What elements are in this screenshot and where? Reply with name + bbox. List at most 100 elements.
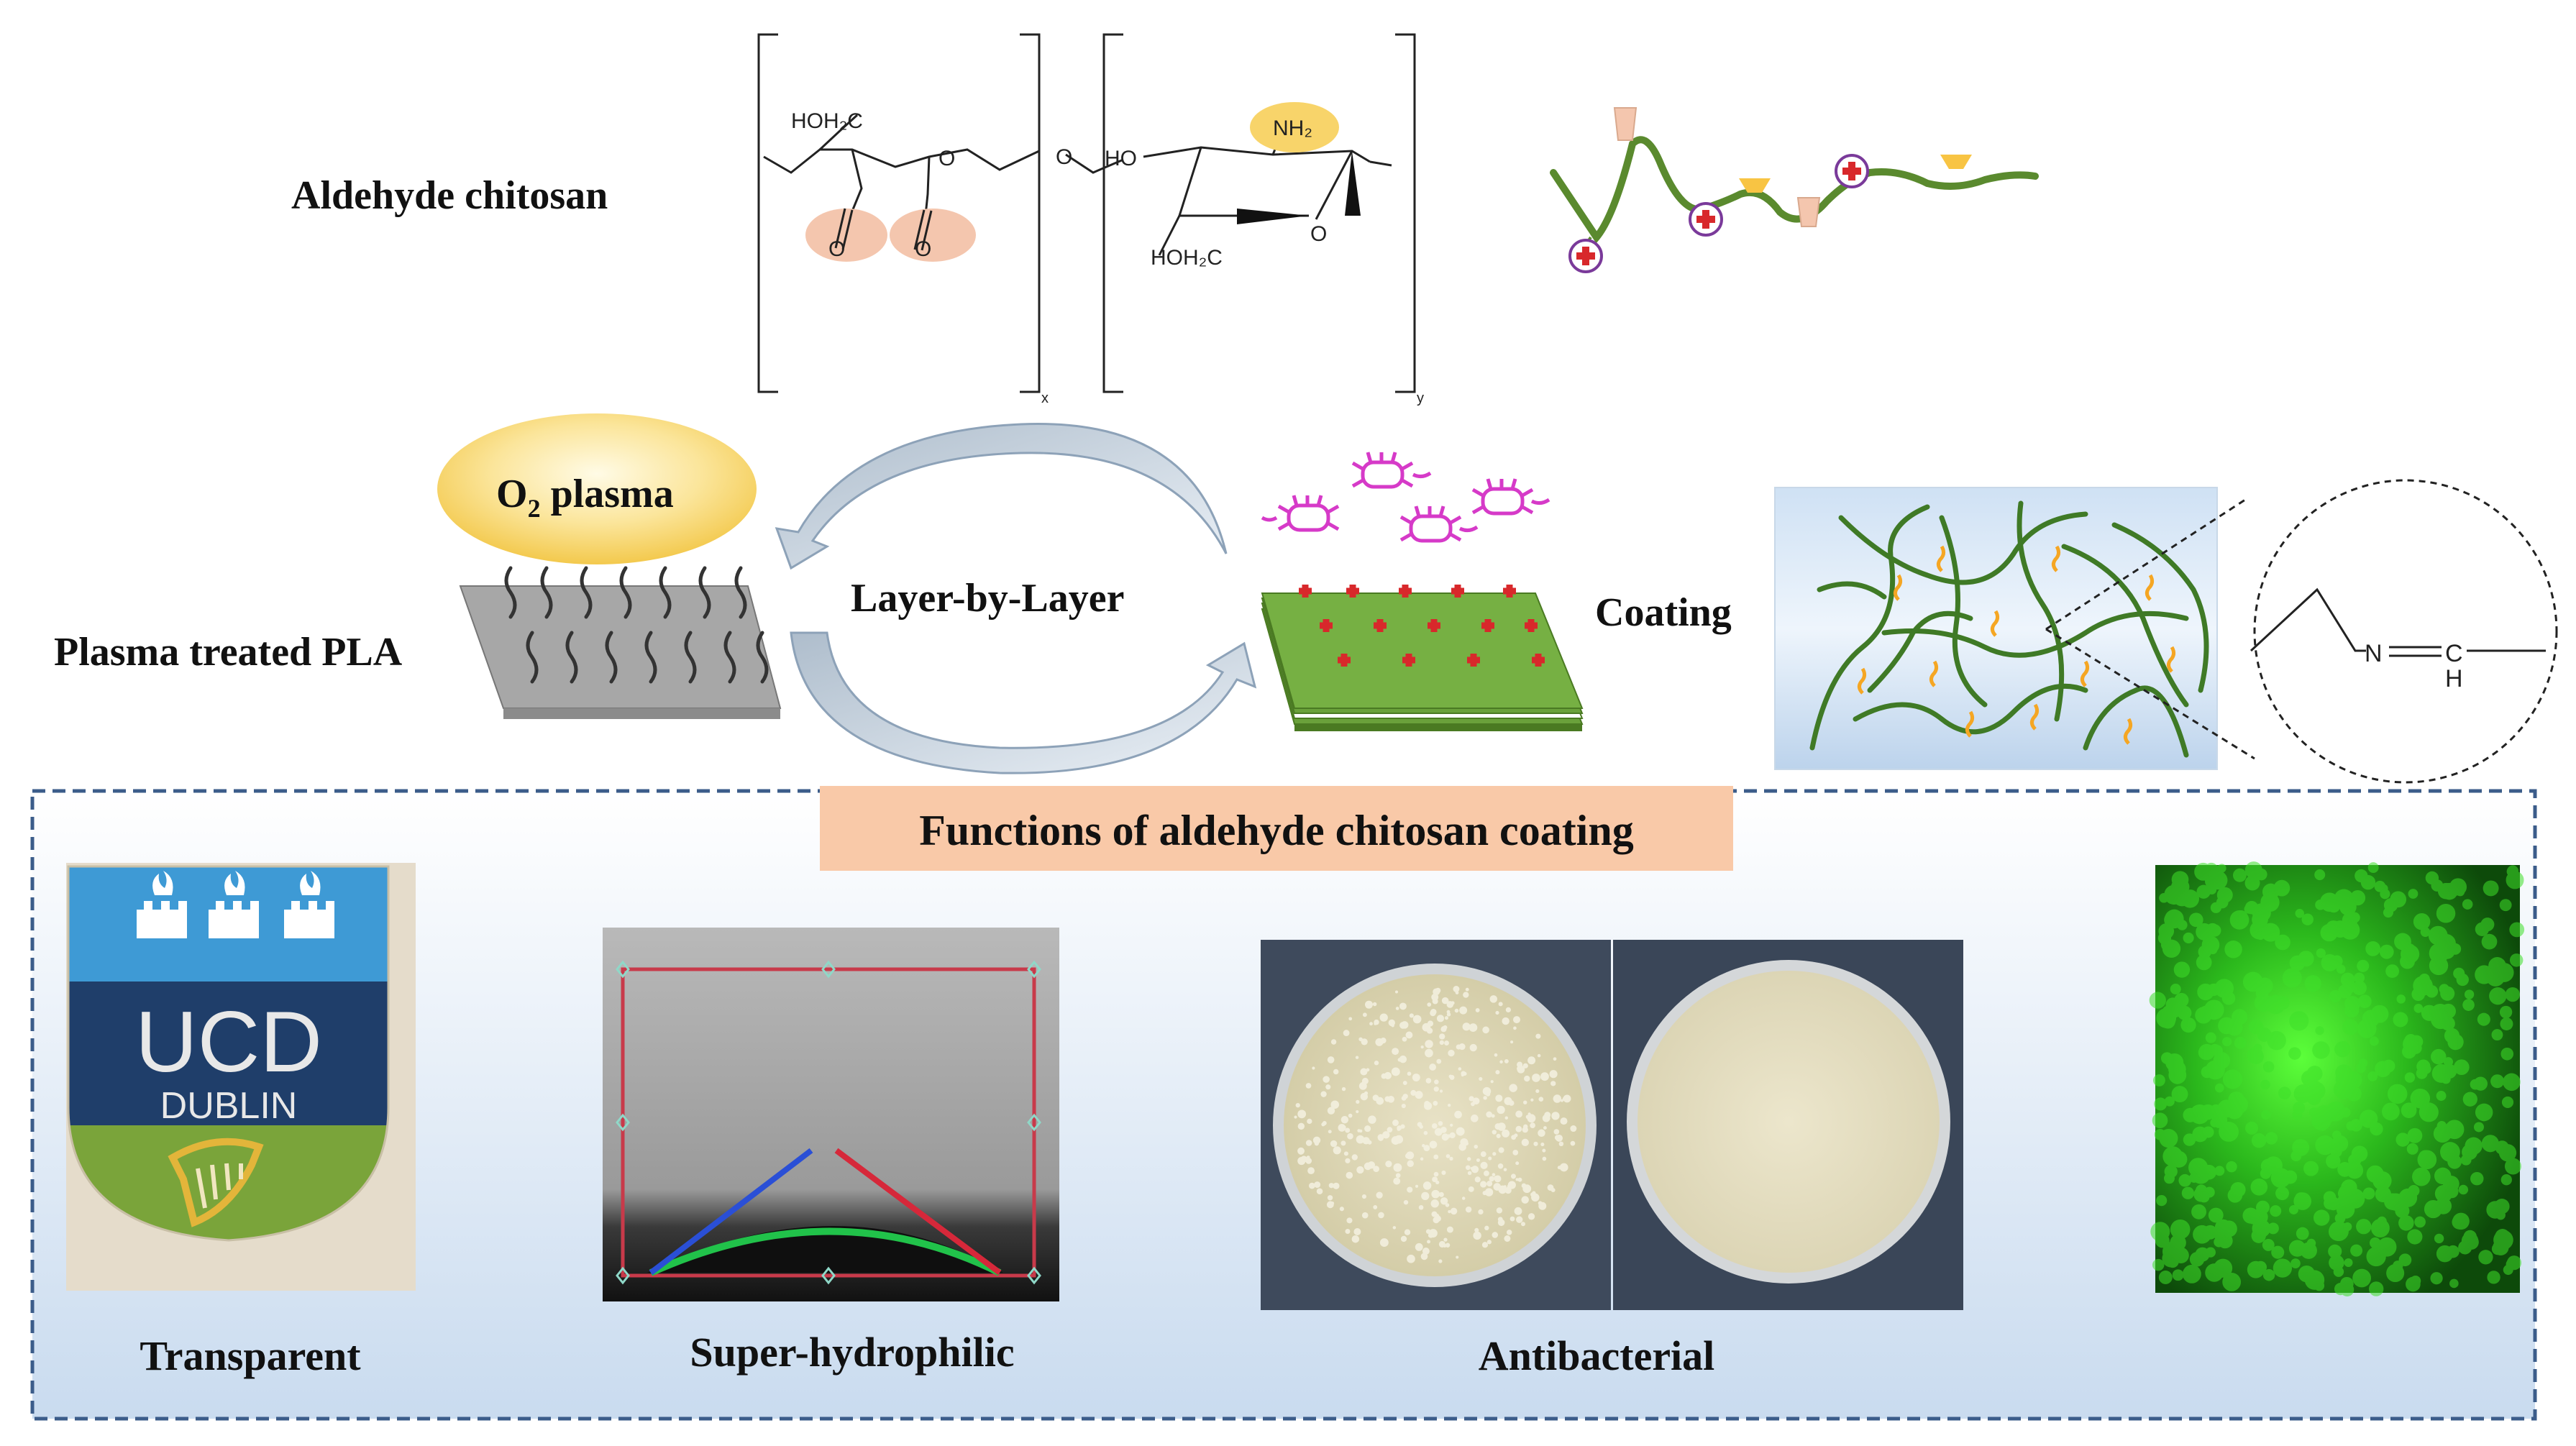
bacterial-colony [1462, 1022, 1471, 1031]
fluorescent-cell [2321, 953, 2339, 971]
bacterial-colony [1316, 1188, 1323, 1195]
bacterial-colony [1378, 1212, 1384, 1219]
fluorescent-cell [2500, 1047, 2514, 1061]
fluorescent-cell [2329, 1255, 2344, 1271]
bacterial-colony [1504, 1116, 1509, 1120]
bacterial-colony [1403, 1199, 1409, 1205]
fluorescent-cell [2352, 980, 2367, 996]
bacterial-colony [1474, 1145, 1479, 1149]
bacterial-colony [1559, 1163, 1568, 1172]
bacterial-colony [1340, 1140, 1346, 1146]
ring1-oxygen: O [938, 147, 955, 170]
fluorescent-cell [2293, 1192, 2312, 1210]
bacterial-colony [1333, 1069, 1339, 1075]
bacterial-colony [1497, 1163, 1504, 1169]
aldehyde-oxygen-1: O [828, 237, 845, 261]
fluorescent-cell [2380, 889, 2390, 900]
fluorescent-cell [2234, 1037, 2247, 1049]
fluorescent-cell [2375, 1061, 2391, 1078]
bacterial-colony [1410, 1089, 1417, 1096]
aldehyde-tab-2 [1796, 197, 1821, 227]
bacterial-colony [1356, 1109, 1359, 1114]
flame-icon [152, 871, 173, 895]
fluorescent-cell [2344, 1258, 2353, 1268]
bacterial-colony [1492, 1173, 1496, 1176]
bacterial-colony [1496, 1207, 1503, 1214]
fluorescent-cell [2256, 1200, 2270, 1214]
bacterial-colony [1364, 1000, 1373, 1009]
fluorescent-cell [2328, 1244, 2342, 1258]
bacterial-colony [1402, 1081, 1407, 1085]
fluorescent-cell [2431, 1048, 2447, 1065]
bacterial-colony [1512, 1016, 1521, 1024]
bacterial-colony [1429, 1063, 1436, 1071]
fluorescent-cell [2256, 977, 2273, 994]
bacteria-group [1261, 452, 1550, 543]
bacterial-colony [1517, 1065, 1525, 1074]
fluorescent-cell [2481, 933, 2498, 950]
fluorescent-cell [2182, 1264, 2201, 1283]
bacterial-colony [1399, 1002, 1407, 1010]
bacterial-colony [1484, 1188, 1494, 1196]
bacterial-colony [1436, 1058, 1442, 1064]
fluorescent-cell [2157, 931, 2172, 945]
fluorescent-cell [2351, 1145, 2368, 1162]
fluorescent-cell [2315, 1026, 2324, 1035]
bacterial-colony [1449, 1075, 1455, 1080]
fluorescent-cell [2355, 869, 2368, 883]
fluorescent-cell [2475, 965, 2494, 984]
fluorescent-cell [2447, 1245, 2459, 1258]
bacterial-colony [1402, 1036, 1407, 1042]
bacterial-colony [1504, 1059, 1509, 1063]
bacterial-colony [1450, 1123, 1453, 1127]
bacterial-colony [1444, 1040, 1449, 1045]
bacterial-colony [1491, 1114, 1495, 1118]
bacterial-colony [1480, 1181, 1487, 1188]
fluorescent-cell [2462, 999, 2475, 1011]
bacterial-colony [1394, 990, 1399, 994]
fluorescent-cell [2262, 1061, 2275, 1073]
bacterial-colony [1341, 1086, 1346, 1092]
bacterial-colony [1495, 1070, 1500, 1075]
hoh2c-top-label: HOH₂C [791, 109, 863, 133]
bacterial-colony [1469, 1043, 1477, 1052]
amine-tab-2 [1940, 155, 1972, 169]
fluorescent-cell [2340, 1283, 2355, 1297]
fluorescent-cell [2503, 1073, 2521, 1092]
fluorescent-cell [2170, 983, 2181, 994]
fluorescent-cell [2244, 875, 2260, 891]
fluorescent-cell [2404, 1072, 2416, 1083]
fluorescent-cell [2320, 923, 2338, 942]
bacterial-colony [1497, 1122, 1506, 1131]
bacterial-colony [1460, 1138, 1469, 1147]
fluorescent-cell [2168, 1060, 2186, 1079]
fluorescent-cell [2271, 1245, 2285, 1259]
fluorescent-cell [2357, 994, 2372, 1009]
bacterial-colony [1343, 1030, 1350, 1036]
fluorescent-cell [2395, 1132, 2410, 1147]
bacterium-3 [1399, 505, 1479, 543]
fluorescent-cell [2413, 913, 2431, 930]
fluorescent-cell [2366, 1165, 2384, 1184]
bacterial-colony [1515, 1178, 1519, 1181]
fluorescent-cell [2198, 1191, 2210, 1203]
fluorescent-cell [2398, 1253, 2412, 1267]
fluorescent-cell [2205, 1060, 2225, 1080]
fluorescent-cell [2342, 1019, 2359, 1035]
fluorescent-cell [2408, 889, 2419, 899]
amine-highlight [1250, 102, 1339, 152]
bracket-y-right [1395, 33, 1416, 393]
o2-label: O [496, 472, 528, 516]
chain-line [1550, 136, 2039, 244]
bacterial-colony [1433, 1217, 1440, 1224]
bacterial-colony [1442, 1199, 1448, 1204]
bacterial-colony [1540, 1142, 1545, 1147]
bacterial-colony [1495, 1010, 1499, 1015]
fluorescent-cell [2208, 945, 2218, 955]
bacterial-colony [1362, 1012, 1367, 1017]
fluorescent-cell [2489, 987, 2507, 1005]
fluorescent-cell [2349, 912, 2360, 923]
fluorescent-cell [2470, 1171, 2484, 1186]
fluorescent-cell [2357, 1019, 2377, 1038]
fluorescent-cell [2385, 964, 2399, 978]
